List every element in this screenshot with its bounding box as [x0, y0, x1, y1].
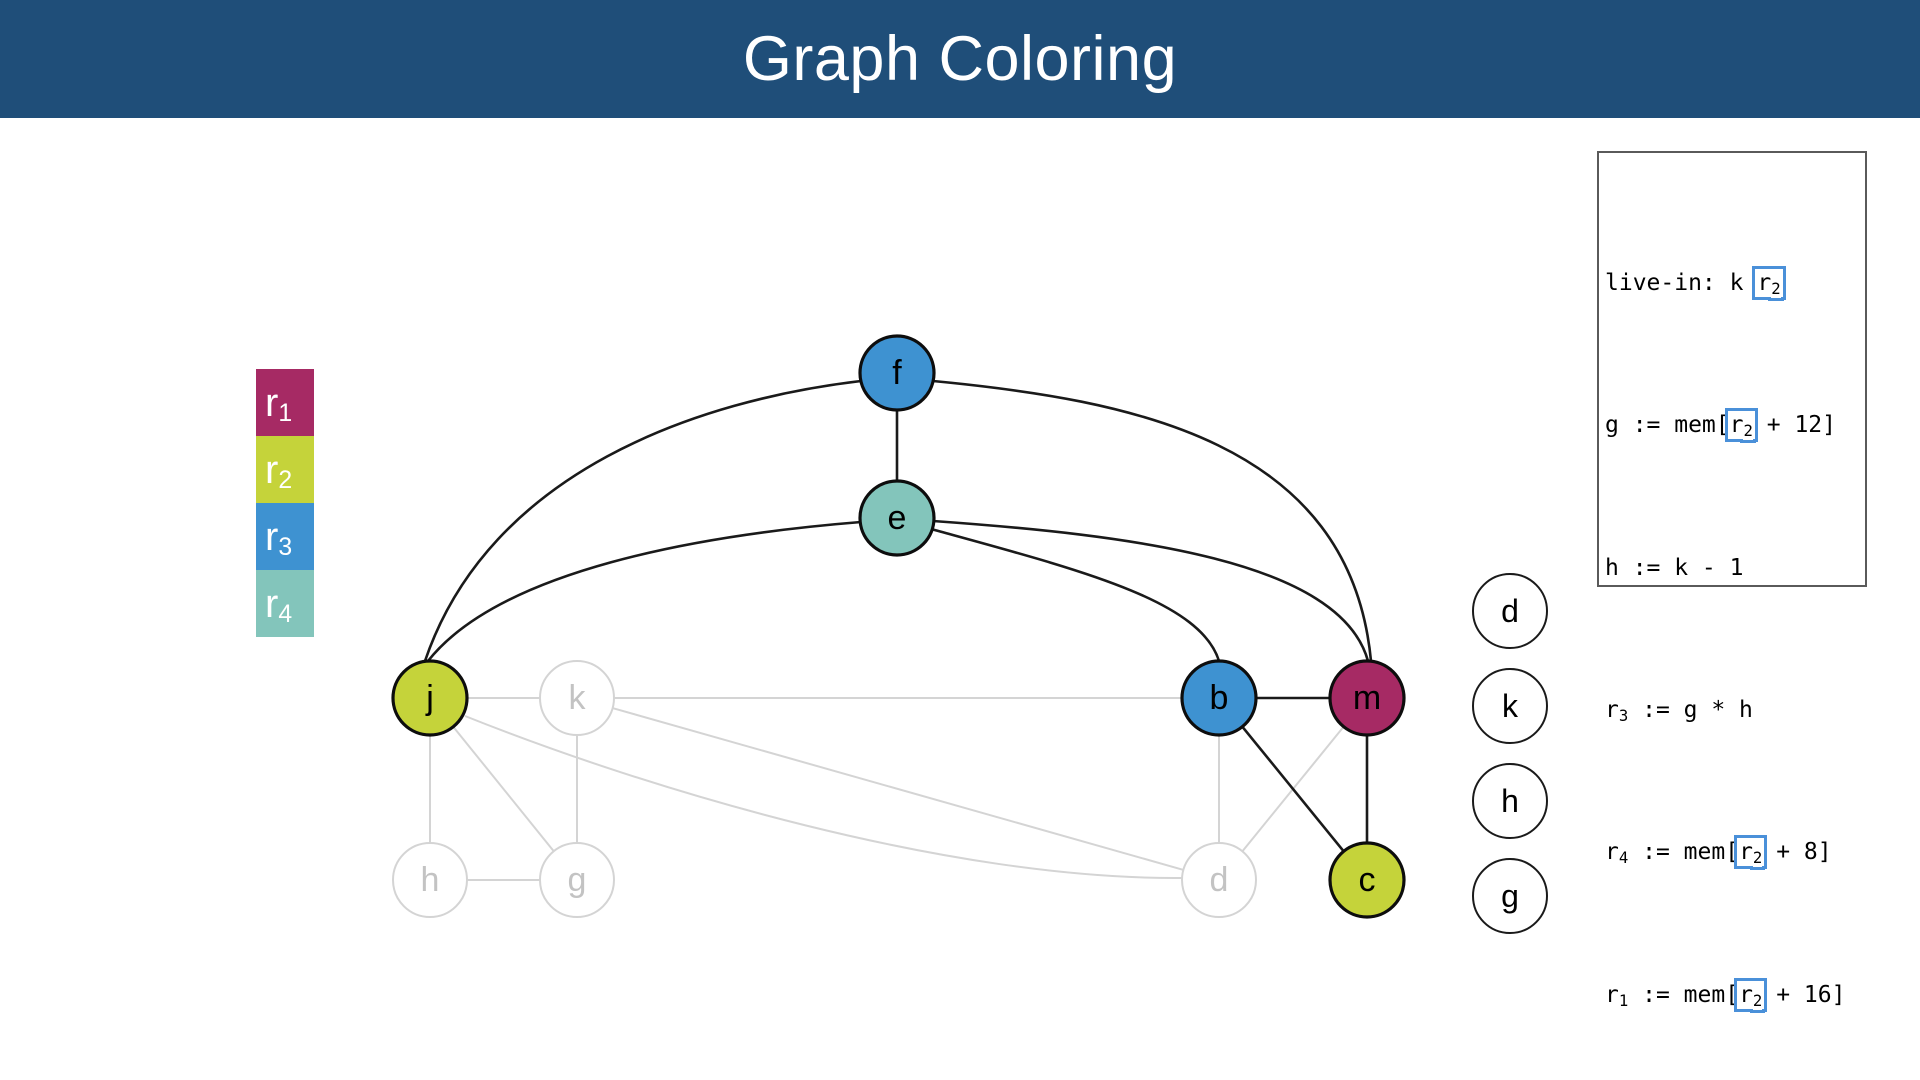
legend-label-r3: r3	[265, 514, 293, 561]
graph-node-circle-d	[1181, 842, 1257, 918]
graph-node-j[interactable]: j	[391, 659, 469, 737]
code-lines: live-in: k r2 g := mem[r2 + 12] h := k -…	[1605, 159, 1865, 1080]
graph-node-circle-b	[1180, 659, 1258, 737]
graph-edge-f-j	[423, 379, 862, 662]
page-title: Graph Coloring	[742, 23, 1178, 94]
register-color-legend: r1 r2 r3 r4	[256, 369, 314, 637]
graph-node-circle-k	[539, 660, 615, 736]
graph-node-k[interactable]: k	[539, 660, 615, 736]
graph-edge-j-d	[464, 715, 1184, 880]
code-line-5: r4 := mem[r2 + 8]	[1605, 835, 1832, 870]
graph-node-label-k: k	[569, 679, 587, 717]
highlight-r2: r2	[1734, 977, 1768, 1012]
node-stack-list: d k h g	[1472, 573, 1548, 953]
code-listing-box: live-in: k r2 g := mem[r2 + 12] h := k -…	[1597, 151, 1867, 1012]
graph-node-f[interactable]: f	[858, 334, 936, 412]
code-line-3: h := k - 1	[1605, 554, 1744, 581]
legend-item-r3: r3	[256, 503, 314, 570]
graph-edge-e-j	[426, 520, 862, 662]
graph-node-m[interactable]: m	[1328, 659, 1406, 737]
legend-item-r4: r4	[256, 570, 314, 637]
stack-node-g[interactable]: g	[1472, 858, 1548, 934]
graph-node-label-f: f	[892, 354, 902, 392]
legend-item-r2: r2	[256, 436, 314, 503]
code-line-4: r3 := g * h	[1605, 696, 1753, 725]
graph-node-c[interactable]: c	[1328, 841, 1406, 919]
graph-edge-k-d	[611, 706, 1185, 872]
title-bar: Graph Coloring	[0, 0, 1920, 118]
graph-node-label-h: h	[421, 861, 440, 899]
graph-node-circle-e	[858, 479, 936, 557]
stack-node-h[interactable]: h	[1472, 763, 1548, 839]
graph-node-circle-m	[1328, 659, 1406, 737]
graph-node-label-e: e	[888, 499, 907, 537]
graph-edge-e-m	[932, 519, 1370, 662]
legend-label-r2: r2	[265, 447, 293, 494]
graph-node-circle-c	[1328, 841, 1406, 919]
graph-node-b[interactable]: b	[1180, 659, 1258, 737]
graph-node-label-g: g	[568, 861, 587, 899]
graph-node-label-c: c	[1359, 861, 1376, 899]
graph-node-label-m: m	[1353, 679, 1381, 717]
stack-node-k[interactable]: k	[1472, 668, 1548, 744]
graph-node-d[interactable]: d	[1181, 842, 1257, 918]
graph-node-label-d: d	[1210, 861, 1229, 899]
graph-edge-f-m	[932, 379, 1373, 662]
graph-edge-j-g	[451, 725, 556, 853]
graph-node-circle-g	[539, 842, 615, 918]
legend-label-r1: r1	[265, 380, 293, 427]
highlight-r2: r2	[1724, 408, 1758, 443]
code-line-1: live-in: k r2	[1605, 265, 1786, 300]
stack-node-d[interactable]: d	[1472, 573, 1548, 649]
graph-node-e[interactable]: e	[858, 479, 936, 557]
code-line-6: r1 := mem[r2 + 16]	[1605, 977, 1846, 1012]
graph-node-layer: f e j k b m h g d c	[391, 334, 1406, 919]
graph-node-h[interactable]: h	[392, 842, 468, 918]
legend-label-r4: r4	[265, 581, 293, 628]
graph-node-label-b: b	[1210, 679, 1229, 717]
highlight-r2: r2	[1752, 265, 1786, 300]
code-line-2: g := mem[r2 + 12]	[1605, 408, 1836, 443]
graph-node-label-j: j	[425, 679, 434, 717]
graph-node-circle-j	[391, 659, 469, 737]
graph-edge-e-b	[930, 527, 1221, 662]
graph-node-circle-f	[858, 334, 936, 412]
graph-node-g[interactable]: g	[539, 842, 615, 918]
graph-node-circle-h	[392, 842, 468, 918]
legend-item-r1: r1	[256, 369, 314, 436]
highlight-r2: r2	[1734, 835, 1768, 870]
graph-edge-layer	[423, 379, 1373, 881]
graph-edge-b-c	[1240, 725, 1346, 853]
